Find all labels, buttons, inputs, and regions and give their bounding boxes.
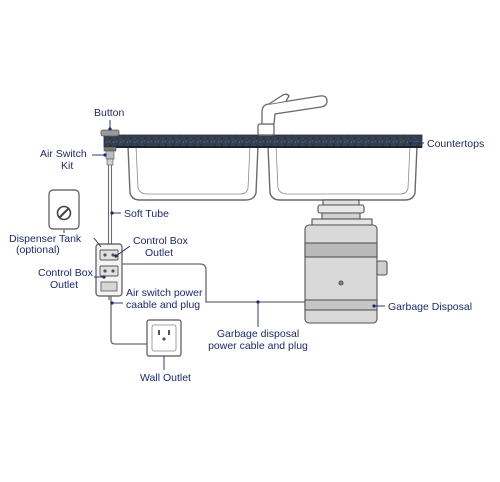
- label-garbage-disposal-text: Garbage Disposal: [388, 301, 472, 313]
- label-dispenser-tank: Dispenser Tank (optional): [9, 230, 102, 256]
- sink: [127, 145, 418, 201]
- label-disposal-cable: Garbage disposal power cable and plug: [208, 300, 308, 352]
- label-dispenser-tank-line2: (optional): [16, 244, 60, 256]
- garbage-disposal-unit: [304, 199, 388, 324]
- label-air-switch-kit: Air Switch Kit: [40, 148, 107, 172]
- soft-tube: [107, 165, 113, 248]
- label-wall-outlet-text: Wall Outlet: [140, 372, 191, 384]
- label-air-switch-power: Air switch power caable and plug: [110, 287, 203, 311]
- control-box: [95, 243, 123, 297]
- label-control-box-outlet-left-line1: Control Box: [38, 267, 94, 279]
- label-soft-tube-text: Soft Tube: [124, 208, 169, 220]
- label-air-switch-power-line1: Air switch power: [126, 287, 203, 299]
- label-wall-outlet: Wall Outlet: [140, 356, 191, 384]
- label-garbage-disposal: Garbage Disposal: [372, 301, 472, 313]
- countertop: [103, 134, 423, 148]
- label-air-switch-kit-line1: Air Switch: [40, 148, 87, 160]
- label-button: Button: [94, 107, 125, 131]
- label-countertops: Countertops: [408, 138, 484, 150]
- wall-outlet: [146, 319, 182, 357]
- air-switch-button: [100, 129, 120, 137]
- label-control-box-outlet-left-line2: Outlet: [50, 279, 78, 291]
- label-dispenser-tank-line1: Dispenser Tank: [9, 233, 82, 245]
- label-button-text: Button: [94, 107, 125, 119]
- label-control-box-outlet-left: Control Box Outlet: [38, 267, 106, 291]
- label-soft-tube: Soft Tube: [110, 208, 169, 220]
- label-countertops-text: Countertops: [427, 138, 484, 150]
- label-air-switch-kit-line2: Kit: [61, 160, 73, 172]
- label-control-box-outlet-right: Control Box Outlet: [114, 235, 189, 259]
- label-air-switch-power-line2: caable and plug: [126, 299, 200, 311]
- faucet: [257, 93, 328, 136]
- label-control-box-outlet-right-line2: Outlet: [145, 247, 173, 259]
- label-disposal-cable-line2: power cable and plug: [208, 340, 308, 352]
- dispenser-tank: [48, 189, 80, 230]
- label-control-box-outlet-right-line1: Control Box: [133, 235, 189, 247]
- label-disposal-cable-line1: Garbage disposal: [217, 328, 299, 340]
